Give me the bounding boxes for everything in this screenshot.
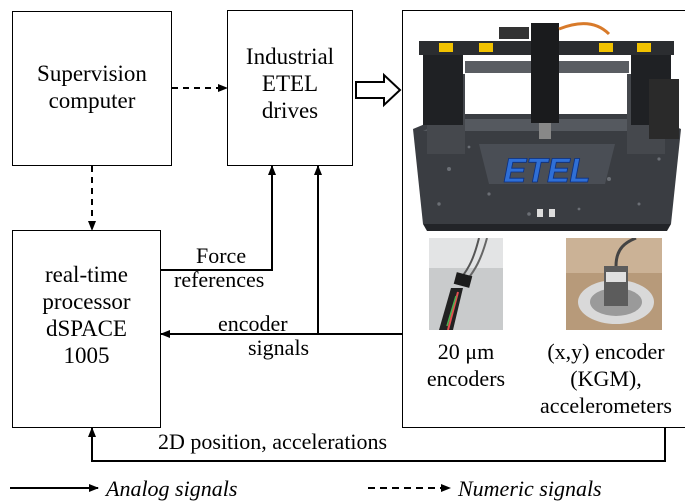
etel-drives-box: Industrial ETEL drives xyxy=(227,10,353,166)
encoder-signals-label: encoder signals xyxy=(218,311,310,360)
force-references-wire xyxy=(160,165,276,271)
etel-machine-box: ETEL 20 μm encoders (x,y) encoder (KGM),… xyxy=(402,10,685,428)
drives-label: Industrial ETEL drives xyxy=(245,44,335,123)
processor-label: real-time processor dSPACE 1005 xyxy=(42,262,131,368)
etel-positioning-stage-image: ETEL xyxy=(413,22,681,231)
20um-encoders-caption: 20 μm encoders xyxy=(426,339,506,391)
20um-encoder-image xyxy=(429,238,503,330)
legend-numeric-text: Numeric signals xyxy=(458,476,602,501)
legend-analog-text: Analog signals xyxy=(106,476,238,501)
force-references-label: Force references xyxy=(174,243,265,292)
position-accelerations-label: 2D position, accelerations xyxy=(158,429,388,454)
xy-encoder-caption: (x,y) encoder (KGM), accelerometers xyxy=(540,339,672,418)
encoder-to-drives-wire xyxy=(314,165,402,335)
supervision-computer-box: Supervision computer xyxy=(12,11,172,166)
xy-encoder-image xyxy=(566,238,662,330)
etel-logo: ETEL xyxy=(504,152,591,190)
dspace-processor-box: real-time processor dSPACE 1005 xyxy=(12,230,161,428)
position-feedback-wire xyxy=(88,427,666,462)
power-arrow xyxy=(355,72,402,108)
supervision-label: Supervision computer xyxy=(37,61,147,113)
